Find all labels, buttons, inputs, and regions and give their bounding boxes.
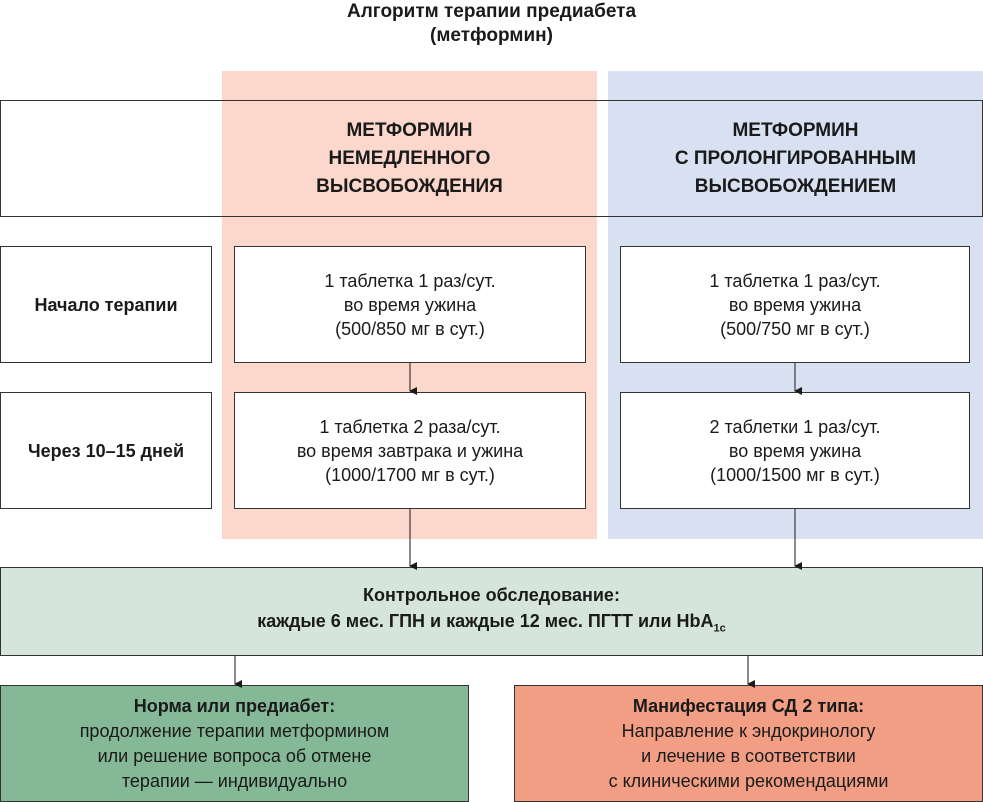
- outcome-diabetes-head: Манифестация СД 2 типа:: [632, 695, 865, 716]
- row-label-later: Через 10–15 дней: [0, 392, 212, 509]
- outcome-normal-head: Норма или предиабет:: [133, 695, 336, 716]
- header-line: ВЫСВОБОЖДЕНИЕМ: [694, 175, 897, 197]
- dose-line: (500/750 мг в сут.): [720, 318, 870, 339]
- dose-line: во время ужина: [343, 294, 477, 315]
- extended-later-dose-box: 2 таблетки 1 раз/сут. во время ужина (10…: [620, 392, 970, 509]
- outcome-line: продолжение терапии метформином: [79, 720, 390, 741]
- dose-line: 1 таблетка 1 раз/сут.: [709, 270, 881, 291]
- dose-line: (1000/1500 мг в сут.): [710, 464, 880, 485]
- dose-line: 1 таблетка 2 раза/сут.: [319, 416, 501, 437]
- outcome-line: с клиническими рекомендациями: [608, 770, 889, 791]
- dose-line: (500/850 мг в сут.): [335, 318, 485, 339]
- outcome-line: или решение вопроса об отмене: [97, 745, 372, 766]
- extended-release-header: МЕТФОРМИН С ПРОЛОНГИРОВАННЫМ ВЫСВОБОЖДЕН…: [608, 100, 983, 217]
- outcome-normal-box: Норма или предиабет: продолжение терапии…: [0, 685, 469, 802]
- hba1c-subscript: 1c: [713, 622, 726, 635]
- dose-line: 1 таблетка 1 раз/сут.: [324, 270, 496, 291]
- outcome-line: Направление к эндокринологу: [621, 720, 876, 741]
- start-label-text: Начало терапии: [34, 294, 178, 315]
- header-line: МЕТФОРМИН: [732, 119, 859, 141]
- header-line: ВЫСВОБОЖДЕНИЯ: [316, 175, 503, 197]
- outcome-diabetes-box: Манифестация СД 2 типа: Направление к эн…: [514, 685, 983, 802]
- dose-line: во время завтрака и ужина: [296, 440, 524, 461]
- dose-line: 2 таблетки 1 раз/сут.: [709, 416, 881, 437]
- control-line-2: каждые 6 мес. ГПН и каждые 12 мес. ПГТТ …: [257, 608, 726, 642]
- control-line-1: Контрольное обследование:: [363, 584, 620, 605]
- outcome-line: и лечение в соответствии: [641, 745, 856, 766]
- control-line-2-text: каждые 6 мес. ГПН и каждые 12 мес. ПГТТ …: [257, 610, 714, 631]
- dose-line: во время ужина: [728, 294, 862, 315]
- extended-start-dose-box: 1 таблетка 1 раз/сут. во время ужина (50…: [620, 246, 970, 363]
- dose-line: во время ужина: [728, 440, 862, 461]
- header-line: МЕТФОРМИН: [346, 119, 473, 141]
- control-examination-box: Контрольное обследование: каждые 6 мес. …: [0, 567, 983, 656]
- immediate-release-header: МЕТФОРМИН НЕМЕДЛЕННОГО ВЫСВОБОЖДЕНИЯ: [222, 100, 597, 217]
- immediate-start-dose-box: 1 таблетка 1 раз/сут. во время ужина (50…: [234, 246, 586, 363]
- title-line-2: (метформин): [430, 25, 553, 46]
- title-line-1: Алгоритм терапии предиабета: [346, 1, 637, 22]
- row-label-start: Начало терапии: [0, 246, 212, 363]
- header-line: НЕМЕДЛЕННОГО: [328, 147, 491, 169]
- diagram-title: Алгоритм терапии предиабета (метформин): [0, 0, 983, 48]
- dose-line: (1000/1700 мг в сут.): [325, 464, 495, 485]
- later-label-text: Через 10–15 дней: [27, 440, 185, 461]
- immediate-later-dose-box: 1 таблетка 2 раза/сут. во время завтрака…: [234, 392, 586, 509]
- outcome-line: терапии — индивидуально: [121, 770, 348, 791]
- header-line: С ПРОЛОНГИРОВАННЫМ: [674, 147, 917, 169]
